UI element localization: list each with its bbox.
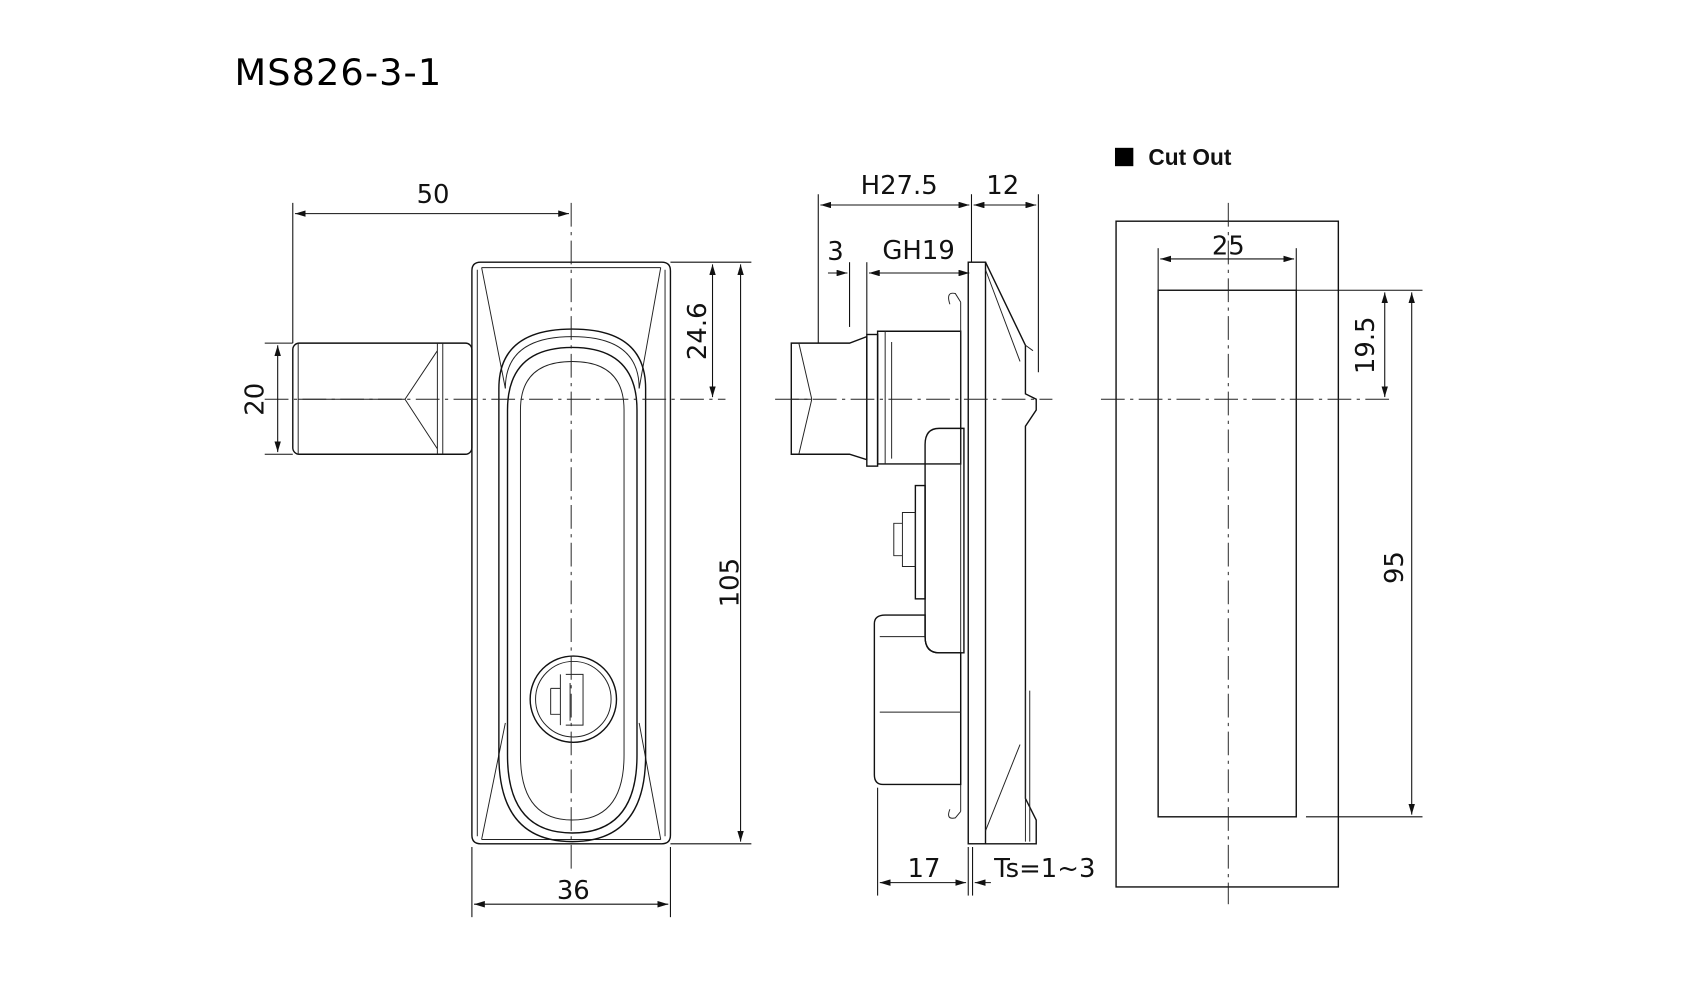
latch-body-outline	[471, 261, 672, 845]
dim-cut-width: 25	[1212, 232, 1245, 262]
dim-depth: 17	[908, 854, 941, 884]
legend-label: Cut Out	[1148, 144, 1231, 170]
dim-height: 105	[715, 558, 745, 607]
legend-marker	[1114, 147, 1134, 167]
dim-offset: 3	[827, 237, 843, 267]
knob	[790, 335, 868, 461]
handle-outer	[498, 328, 647, 843]
drawing-title: MS826-3-1	[235, 51, 443, 94]
lower-housing	[873, 614, 962, 786]
dim-stem-height: 20	[241, 383, 271, 416]
dim-top-to-center: 24.6	[683, 302, 713, 360]
dim-width-total: 50	[417, 180, 450, 210]
lock-body	[876, 330, 962, 465]
dim-width: 36	[557, 876, 590, 906]
front-view: 50 20 24.6 105 36	[241, 180, 752, 918]
dim-cut-top-to-center: 19.5	[1351, 316, 1381, 374]
cut-out-view: 25 19.5 95	[1100, 202, 1423, 905]
dim-panel-thickness: Ts=1~3	[993, 854, 1095, 884]
key-cylinder	[529, 655, 618, 744]
dim-cut-height: 95	[1380, 551, 1410, 584]
mounting-plate	[967, 261, 987, 845]
dim-gh: GH19	[882, 236, 954, 266]
dim-bezel: 12	[986, 171, 1019, 201]
dim-h-depth: H27.5	[861, 171, 938, 201]
cam-housing	[924, 427, 965, 654]
cut-out-opening	[1157, 289, 1297, 818]
side-view: H27.5 12 3 GH19 17 Ts=1~3	[775, 171, 1095, 896]
panel-outline	[1115, 220, 1340, 888]
lever-stem	[292, 342, 473, 455]
handle-grip	[506, 346, 638, 834]
bezel	[984, 261, 1037, 845]
cut-out-legend: Cut Out	[1114, 144, 1232, 170]
